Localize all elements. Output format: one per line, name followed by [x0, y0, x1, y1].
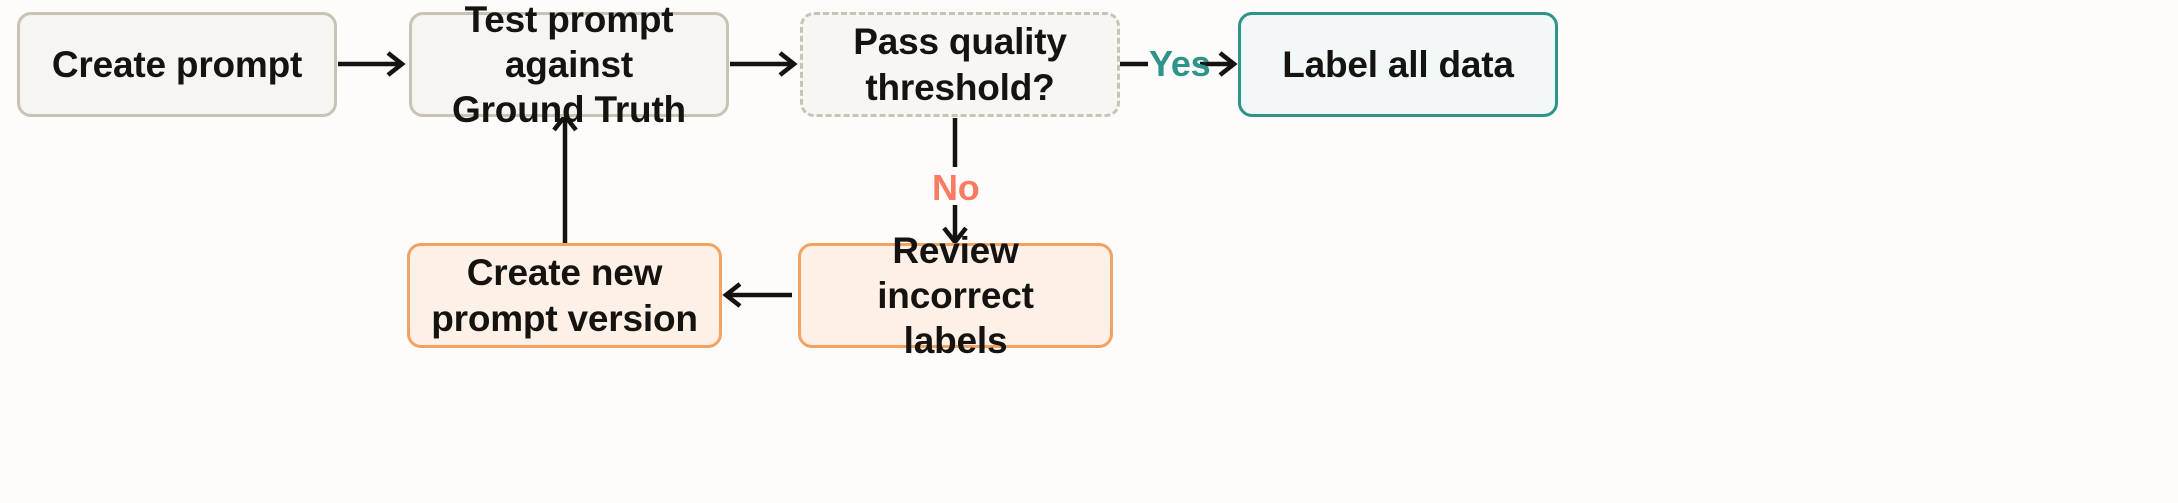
- node-create-prompt-label: Create prompt: [51, 43, 303, 85]
- edge-create-new-prompt-to-test-prompt: [552, 112, 578, 243]
- node-label-all-data-label: Label all data: [1282, 43, 1514, 85]
- node-review-incorrect-labels[interactable]: Review incorrect labels: [798, 230, 1113, 361]
- node-create-new-prompt-version[interactable]: Create new prompt version: [407, 243, 722, 348]
- node-create-prompt[interactable]: Create prompt: [17, 12, 337, 117]
- edge-review-incorrect-to-create-new-prompt: [722, 282, 792, 308]
- edge-create-prompt-to-test-prompt: [338, 51, 406, 77]
- node-label-all-data[interactable]: Label all data: [1238, 12, 1558, 117]
- edge-label-yes: Yes: [1149, 43, 1211, 84]
- node-create-new-prompt-version-label: Create new prompt version: [431, 252, 698, 339]
- node-test-prompt-label: Test prompt against Ground Truth: [452, 0, 686, 131]
- node-pass-quality-threshold-label: Pass quality threshold?: [853, 21, 1067, 108]
- node-review-incorrect-labels-label: Review incorrect labels: [877, 229, 1034, 362]
- node-pass-quality-threshold[interactable]: Pass quality threshold?: [800, 12, 1120, 117]
- node-test-prompt-against-ground-truth[interactable]: Test prompt against Ground Truth: [409, 0, 729, 130]
- edge-test-prompt-to-pass-quality: [730, 51, 798, 77]
- edge-label-no: No: [932, 167, 980, 208]
